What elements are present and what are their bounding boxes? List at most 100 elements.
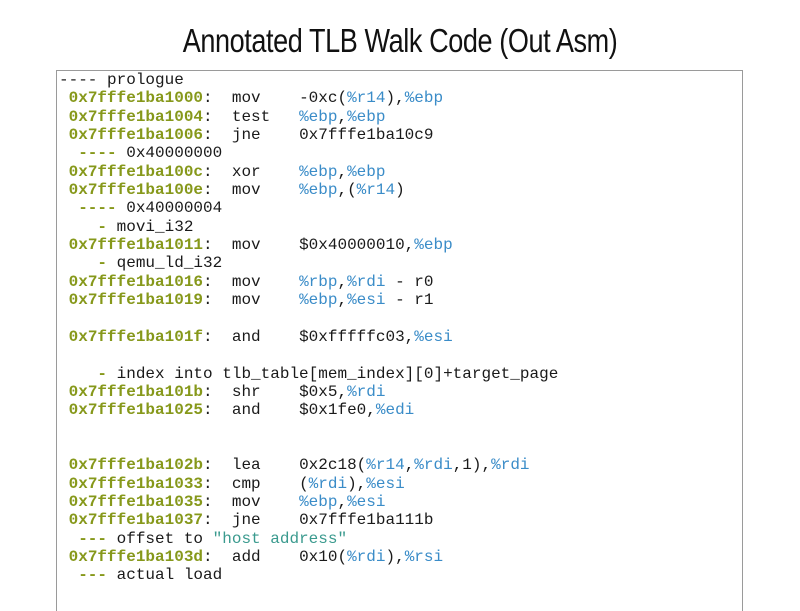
- mnemonic: mov: [231, 272, 300, 291]
- comment-line: - movi_i32: [59, 218, 558, 236]
- comment-text: 0x40000004: [116, 199, 223, 218]
- comment-marker: ----: [59, 71, 98, 89]
- operand-text: 0x7fffe1ba10c9: [299, 126, 434, 145]
- operands: %ebp,%ebp: [299, 108, 385, 126]
- address-colon: :: [203, 89, 232, 108]
- operand-text: 0x10(: [299, 547, 348, 566]
- comment-line: --- actual load: [59, 566, 558, 584]
- operand-text: (: [299, 474, 309, 493]
- operands: (%rdi),%esi: [299, 475, 405, 493]
- instruction-line: 0x7fffe1ba1006: jne 0x7fffe1ba10c9: [59, 126, 558, 144]
- register: %rsi: [404, 547, 444, 566]
- mnemonic: jne: [231, 511, 300, 530]
- slide-title-text: Annotated TLB Walk Code (Out Asm): [182, 22, 618, 59]
- operand-text: 0x2c18(: [299, 456, 367, 475]
- operands: 0x7fffe1ba10c9: [299, 126, 433, 144]
- blank-line: [59, 346, 558, 364]
- register: %ebp: [347, 162, 386, 181]
- comment-line: --- offset to "host address": [59, 530, 558, 548]
- code-listing-box: ---- prologue 0x7fffe1ba1000: mov -0xc(%…: [56, 70, 743, 611]
- address-colon: :: [203, 181, 232, 200]
- comment-text: movi_i32: [107, 217, 194, 236]
- instruction-line: 0x7fffe1ba1016: mov %rbp,%rdi - r0: [59, 273, 558, 291]
- instruction-line: 0x7fffe1ba102b: lea 0x2c18(%r14,%rdi,1),…: [59, 456, 558, 474]
- instruction-address: 0x7fffe1ba1025: [68, 401, 204, 420]
- address-colon: :: [203, 401, 232, 420]
- register: %rdi: [414, 456, 453, 475]
- register: %esi: [366, 474, 405, 493]
- address-colon: :: [203, 162, 232, 181]
- blank-line: [59, 438, 558, 456]
- address-colon: :: [203, 126, 232, 145]
- address-colon: :: [203, 236, 232, 255]
- operand-text: - r0: [385, 272, 434, 291]
- operands: $0x40000010,%ebp: [299, 236, 453, 254]
- operands: $0xfffffc03,%esi: [299, 328, 453, 346]
- operand-text: ,: [337, 492, 348, 511]
- comment-marker: -: [97, 217, 108, 236]
- comment-line: - index into tlb_table[mem_index][0]+tar…: [59, 365, 558, 383]
- operand-text: ,: [337, 272, 348, 291]
- operand-text: $0xfffffc03,: [299, 327, 415, 346]
- comment-marker: ---: [78, 566, 108, 585]
- slide-title: Annotated TLB Walk Code (Out Asm): [0, 22, 800, 60]
- register: %esi: [414, 327, 453, 346]
- operands: 0x7fffe1ba111b: [299, 511, 433, 529]
- operand-text: ,: [404, 456, 415, 475]
- string-literal: "host address": [212, 529, 348, 548]
- instruction-address: 0x7fffe1ba101f: [68, 327, 204, 346]
- instruction-line: 0x7fffe1ba1025: and $0x1fe0,%edi: [59, 401, 558, 419]
- register: %edi: [375, 401, 415, 420]
- comment-text: offset to: [107, 529, 213, 548]
- operand-text: ): [395, 181, 405, 200]
- address-colon: :: [203, 511, 232, 530]
- operand-text: ),: [385, 89, 405, 108]
- register: %ebp: [299, 107, 338, 126]
- comment-marker: ----: [78, 144, 117, 163]
- instruction-address: 0x7fffe1ba100c: [68, 162, 204, 181]
- operands: $0x5,%rdi: [299, 383, 385, 401]
- instruction-address: 0x7fffe1ba1033: [68, 474, 204, 493]
- register: %ebp: [347, 107, 386, 126]
- instruction-line: 0x7fffe1ba1004: test %ebp,%ebp: [59, 108, 558, 126]
- operand-text: $0x5,: [299, 382, 348, 401]
- address-colon: :: [203, 272, 232, 291]
- operand-text: ,: [337, 107, 348, 126]
- register: %ebp: [299, 492, 338, 511]
- mnemonic: and: [231, 401, 300, 420]
- operand-text: ),: [385, 547, 405, 566]
- comment-line: ---- 0x40000000: [59, 144, 558, 162]
- register: %rdi: [347, 547, 386, 566]
- operands: %ebp,%esi: [299, 493, 385, 511]
- operands: 0x10(%rdi),%rsi: [299, 548, 443, 566]
- operand-text: $0x1fe0,: [299, 401, 376, 420]
- operands: %rbp,%rdi - r0: [299, 273, 433, 291]
- register: %ebp: [299, 181, 338, 200]
- register: %rbp: [299, 272, 338, 291]
- address-colon: :: [203, 107, 232, 126]
- instruction-address: 0x7fffe1ba1004: [68, 107, 204, 126]
- operand-text: ,: [337, 162, 348, 181]
- mnemonic: lea: [231, 456, 300, 475]
- address-colon: :: [203, 291, 232, 310]
- operand-text: ,: [337, 291, 348, 310]
- instruction-line: 0x7fffe1ba100c: xor %ebp,%ebp: [59, 163, 558, 181]
- comment-marker: ----: [78, 199, 117, 218]
- address-colon: :: [203, 327, 232, 346]
- blank-line: [59, 420, 558, 438]
- mnemonic: cmp: [231, 474, 300, 493]
- comment-line: - qemu_ld_i32: [59, 254, 558, 272]
- mnemonic: shr: [231, 382, 300, 401]
- address-colon: :: [203, 492, 232, 511]
- register: %rdi: [347, 382, 386, 401]
- operand-text: ,(: [337, 181, 357, 200]
- comment-marker: ---: [78, 529, 108, 548]
- instruction-line: 0x7fffe1ba1000: mov -0xc(%r14),%ebp: [59, 89, 558, 107]
- address-colon: :: [203, 382, 232, 401]
- instruction-line: 0x7fffe1ba101f: and $0xfffffc03,%esi: [59, 328, 558, 346]
- mnemonic: jne: [231, 126, 300, 145]
- operands: $0x1fe0,%edi: [299, 401, 414, 419]
- instruction-line: 0x7fffe1ba1035: mov %ebp,%esi: [59, 493, 558, 511]
- register: %ebp: [414, 236, 453, 255]
- instruction-line: 0x7fffe1ba100e: mov %ebp,(%r14): [59, 181, 558, 199]
